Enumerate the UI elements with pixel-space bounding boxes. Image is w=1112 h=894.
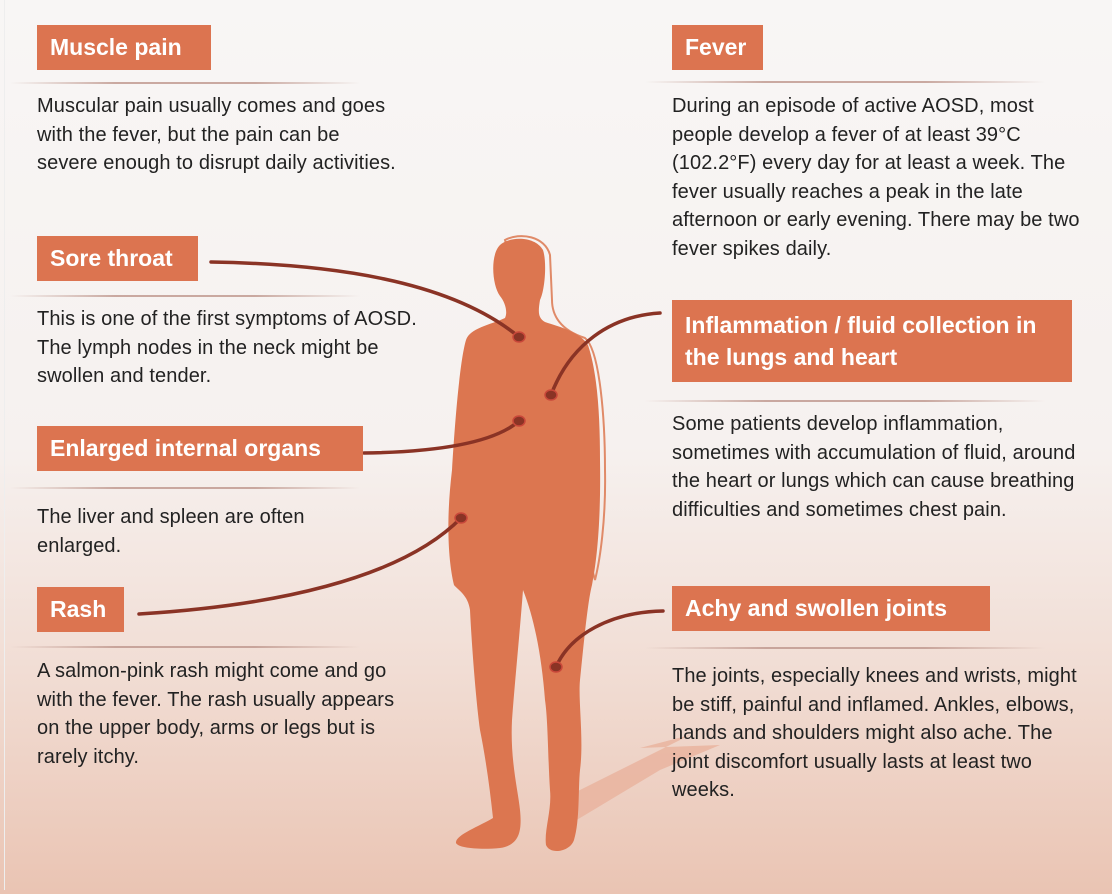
muscle-pain-label: Muscle pain xyxy=(37,25,211,70)
figure-shadow xyxy=(560,735,720,830)
divider xyxy=(10,487,360,489)
connector-inflammation xyxy=(549,311,662,397)
figure-outline xyxy=(503,235,607,581)
marker-neck xyxy=(512,331,526,343)
joints-label: Achy and swollen joints xyxy=(672,586,990,631)
connector-joints xyxy=(554,609,665,669)
divider xyxy=(10,646,360,648)
frame xyxy=(4,0,1109,890)
divider xyxy=(10,82,360,84)
divider xyxy=(645,81,1045,83)
human-figure xyxy=(448,238,601,852)
sore-throat-label: Sore throat xyxy=(37,236,198,281)
marker-chest xyxy=(544,389,558,401)
divider xyxy=(645,647,1045,649)
enlarged-organs-label: Enlarged internal organs xyxy=(37,426,363,471)
connector-enlarged-organs xyxy=(362,419,521,455)
marker-knee xyxy=(549,661,563,673)
divider xyxy=(10,295,360,297)
inflammation-text: Some patients develop inflammation, some… xyxy=(672,413,1076,521)
fever-text: During an episode of active AOSD, most p… xyxy=(672,95,1080,260)
connector-rash xyxy=(137,516,463,616)
rash-text: A salmon-pink rash might come and go wit… xyxy=(37,660,395,768)
joints-text: The joints, especially knees and wrists,… xyxy=(672,665,1077,801)
marker-organs xyxy=(512,415,526,427)
enlarged-organs-text: The liver and spleen are often enlarged. xyxy=(37,506,305,557)
rash-label: Rash xyxy=(37,587,124,632)
fever-label: Fever xyxy=(672,25,763,70)
marker-rash xyxy=(454,512,468,524)
divider xyxy=(645,400,1045,402)
muscle-pain-text: Muscular pain usually comes and goes wit… xyxy=(37,95,396,174)
connector-sore-throat xyxy=(209,260,521,339)
inflammation-label: Inflammation / fluid collection in the l… xyxy=(672,300,1072,382)
sore-throat-text: This is one of the first symptoms of AOS… xyxy=(37,308,417,387)
